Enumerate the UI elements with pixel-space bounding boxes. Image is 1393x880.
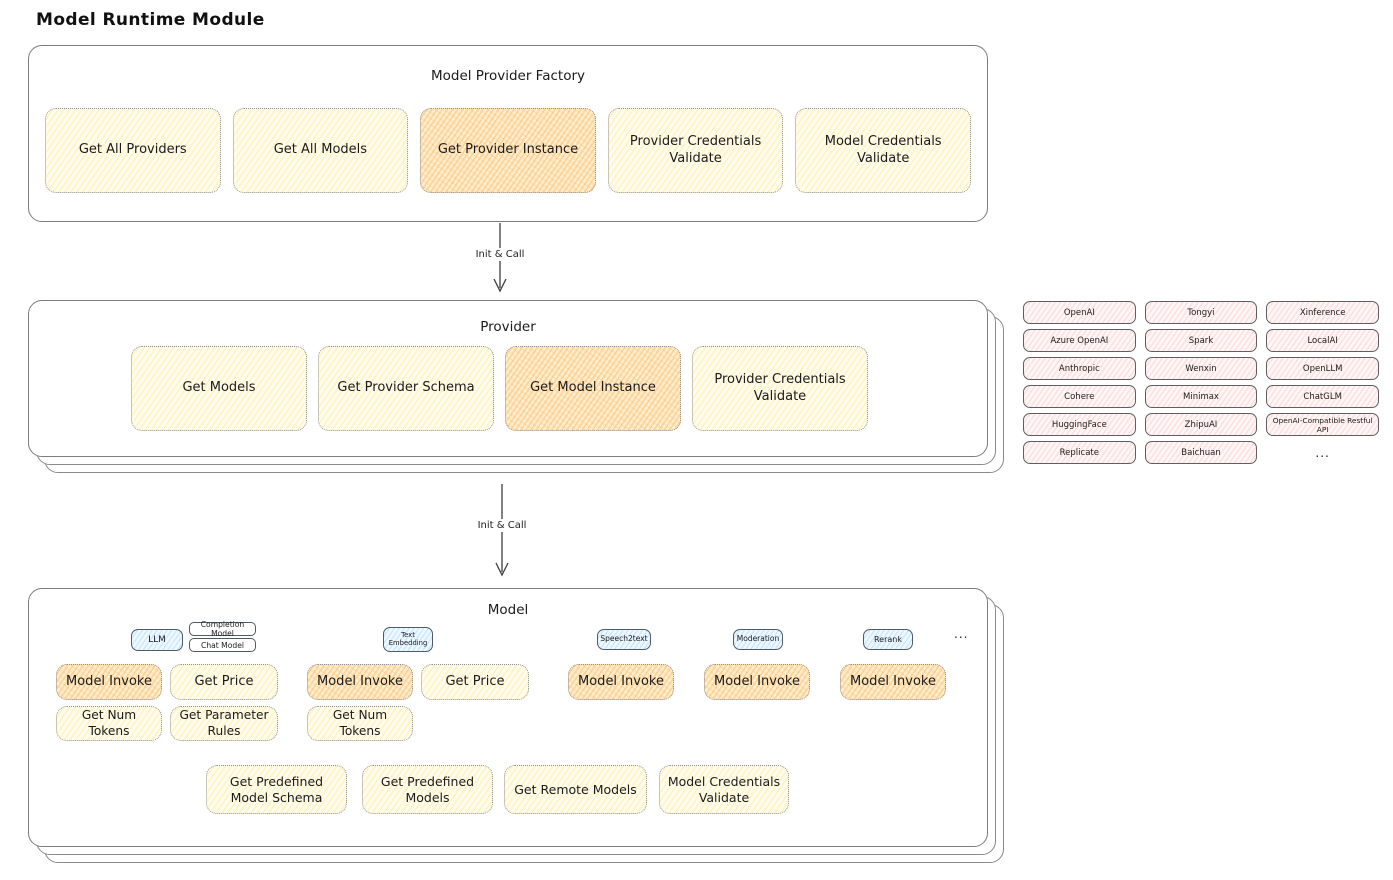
- node-get-all-models: Get All Models: [232, 108, 409, 193]
- provider-item-spark: Spark: [1144, 329, 1258, 352]
- factory-buttons-row: Get All Providers Get All Models Get Pro…: [45, 108, 971, 193]
- tab-llm: LLM: [131, 629, 183, 651]
- node-rerank-model-invoke: Model Invoke: [840, 664, 946, 700]
- provider-item-anthropic: Anthropic: [1023, 357, 1136, 380]
- provider-item-chatglm: ChatGLM: [1266, 385, 1379, 408]
- node-get-models: Get Models: [131, 346, 307, 431]
- provider-item-localai: LocalAI: [1266, 329, 1379, 352]
- arrow1-head-icon: [493, 278, 507, 293]
- node-get-provider-schema: Get Provider Schema: [318, 346, 494, 431]
- node-moderation-model-invoke: Model Invoke: [704, 664, 810, 700]
- provider-item-azure-openai: Azure OpenAI: [1023, 329, 1136, 352]
- provider-item-xinference: Xinference: [1266, 301, 1379, 324]
- tab-rerank: Rerank: [863, 629, 913, 650]
- tab-moderation: Moderation: [733, 629, 783, 650]
- node-get-remote-models: Get Remote Models: [504, 765, 647, 814]
- providers-grid: OpenAI Tongyi Xinference Azure OpenAI Sp…: [1023, 301, 1379, 464]
- model-panel-title: Model: [487, 602, 529, 618]
- node-speech2text-model-invoke: Model Invoke: [568, 664, 674, 700]
- node-get-predefined-models: Get Predefined Models: [362, 765, 493, 814]
- node-llm-get-price: Get Price: [170, 664, 278, 700]
- provider-item-huggingface: HuggingFace: [1023, 413, 1136, 436]
- node-model-credentials-validate-2: Model Credentials Validate: [659, 765, 789, 814]
- node-embedding-get-num-tokens: Get Num Tokens: [307, 706, 413, 741]
- provider-panel: Provider Get Models Get Provider Schema …: [28, 300, 988, 457]
- node-embedding-model-invoke: Model Invoke: [307, 664, 413, 700]
- provider-item-openllm: OpenLLM: [1266, 357, 1379, 380]
- node-llm-get-num-tokens: Get Num Tokens: [56, 706, 162, 741]
- provider-item-wenxin: Wenxin: [1144, 357, 1258, 380]
- model-panel: Model LLM Completion Model Chat Model Te…: [28, 588, 988, 847]
- node-llm-model-invoke: Model Invoke: [56, 664, 162, 700]
- node-model-credentials-validate: Model Credentials Validate: [795, 108, 971, 193]
- tab-speech2text: Speech2text: [597, 629, 651, 650]
- tab-text-embedding: Text Embedding: [383, 627, 433, 652]
- provider-item-cohere: Cohere: [1023, 385, 1136, 408]
- node-get-all-providers: Get All Providers: [45, 108, 221, 193]
- node-embedding-get-price: Get Price: [421, 664, 529, 700]
- node-provider-credentials-validate: Provider Credentials Validate: [607, 108, 784, 193]
- provider-item-zhipuai: ZhipuAI: [1144, 413, 1258, 436]
- node-get-model-instance: Get Model Instance: [505, 346, 681, 431]
- diagram-title: Model Runtime Module: [36, 10, 265, 30]
- provider-item-minimax: Minimax: [1144, 385, 1258, 408]
- providers-more-ellipsis: ...: [1315, 445, 1330, 460]
- provider-panel-title: Provider: [480, 319, 536, 335]
- provider-buttons-row: Get Models Get Provider Schema Get Model…: [131, 346, 868, 431]
- provider-item-baichuan: Baichuan: [1144, 441, 1258, 464]
- node-get-predefined-model-schema: Get Predefined Model Schema: [206, 765, 347, 814]
- factory-panel: Model Provider Factory Get All Providers…: [28, 45, 988, 222]
- node-provider-credentials-validate-2: Provider Credentials Validate: [692, 346, 868, 431]
- arrow2-label: Init & Call: [460, 519, 544, 532]
- provider-item-openai: OpenAI: [1023, 301, 1136, 324]
- node-get-provider-instance: Get Provider Instance: [420, 108, 596, 193]
- factory-panel-title: Model Provider Factory: [430, 68, 585, 84]
- provider-item-replicate: Replicate: [1023, 441, 1136, 464]
- arrow2-head-icon: [495, 562, 509, 577]
- tab-chat-model: Chat Model: [189, 638, 256, 652]
- tab-completion-model: Completion Model: [189, 620, 256, 638]
- provider-item-tongyi: Tongyi: [1144, 301, 1258, 324]
- model-tabs-more-ellipsis: ...: [954, 627, 969, 641]
- provider-item-openai-compatible: OpenAI-Compatible Restful API: [1266, 413, 1379, 436]
- node-llm-get-parameter-rules: Get Parameter Rules: [170, 706, 278, 741]
- arrow1-label: Init & Call: [458, 248, 542, 261]
